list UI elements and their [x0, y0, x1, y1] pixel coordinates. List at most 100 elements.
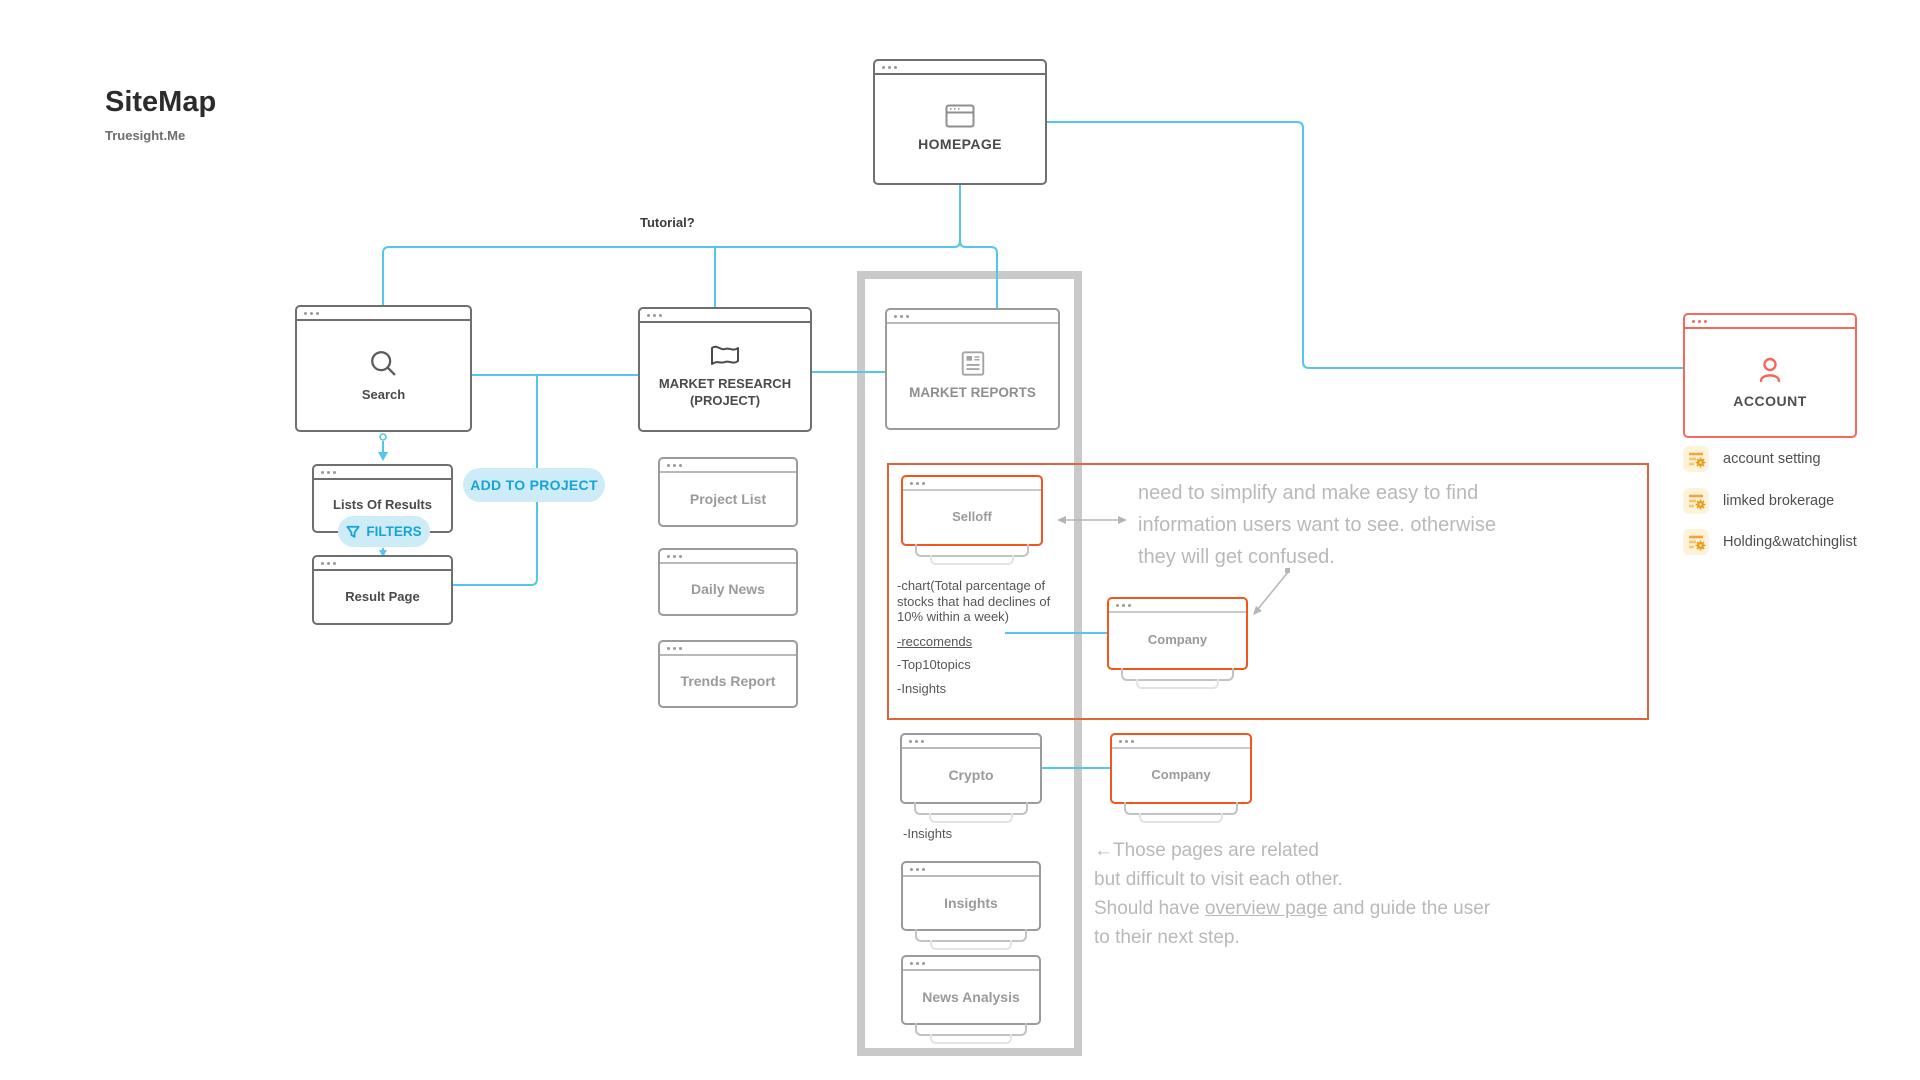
window-titlebar — [1109, 599, 1246, 613]
page-subtitle: Truesight.Me — [105, 128, 186, 143]
node-news-analysis[interactable]: News Analysis — [901, 955, 1041, 1044]
node-label: Daily News — [691, 580, 765, 597]
person-icon — [1759, 357, 1781, 383]
stacked-page — [930, 555, 1014, 565]
node-market-research[interactable]: MARKET RESEARCH (PROJECT) — [638, 307, 812, 432]
window-titlebar — [297, 307, 470, 321]
pill-label: FILTERS — [366, 524, 422, 539]
window-titlebar — [660, 459, 796, 473]
page-title: SiteMap — [105, 86, 217, 118]
node-label: ACCOUNT — [1733, 392, 1807, 409]
arrow-origin-dot — [379, 433, 387, 441]
search-arrowhead — [378, 452, 388, 461]
diagonal-arrowhead — [1253, 606, 1262, 615]
window-titlebar — [887, 310, 1058, 324]
account-item-settings[interactable]: account setting — [1683, 446, 1821, 472]
note-insights: -Insights — [897, 680, 947, 696]
window-titlebar — [1112, 735, 1250, 749]
node-label: Project List — [689, 490, 767, 507]
annotation-related: ←Those pages are related but difficult t… — [1094, 836, 1490, 952]
window-titlebar — [314, 466, 451, 480]
node-insights[interactable]: Insights — [901, 861, 1041, 950]
annotation-line: information users want to see. otherwise — [1138, 514, 1496, 536]
window-titlebar — [902, 735, 1040, 749]
diagonal-arrow-origin — [1285, 568, 1290, 573]
stacked-page — [930, 1034, 1012, 1044]
filters-arrowhead — [379, 550, 387, 557]
homepage-to-account-line — [1047, 121, 1683, 369]
node-label: MARKET REPORTS — [909, 385, 1036, 401]
account-item-label: limked brokerage — [1723, 493, 1835, 509]
stacked-page — [1139, 813, 1223, 823]
crypto-note: -Insights — [903, 826, 953, 841]
browser-window-icon — [945, 104, 975, 128]
node-label: MARKET RESEARCH (PROJECT) — [658, 376, 792, 408]
window-titlebar — [1685, 315, 1855, 329]
window-titlebar — [903, 863, 1039, 877]
node-trends-report[interactable]: Trends Report — [658, 640, 798, 708]
double-arrow-left-head — [1057, 516, 1066, 524]
map-flag-icon — [711, 345, 739, 366]
account-item-label: Holding&watchinglist — [1723, 534, 1857, 550]
selloff-annotation-frame — [887, 463, 1649, 720]
node-homepage[interactable]: HOMEPAGE — [873, 59, 1047, 185]
account-item-watchlist[interactable]: Holding&watchinglist — [1683, 529, 1857, 555]
node-result-page[interactable]: Result Page — [312, 555, 453, 625]
node-account[interactable]: ACCOUNT — [1683, 313, 1857, 438]
stacked-page — [915, 1023, 1027, 1036]
stacked-page — [930, 940, 1012, 950]
node-market-reports[interactable]: MARKET REPORTS — [885, 308, 1060, 430]
node-crypto[interactable]: Crypto — [900, 733, 1042, 823]
stacked-page — [915, 544, 1029, 557]
stacked-page — [915, 929, 1027, 942]
window-titlebar — [903, 477, 1041, 491]
node-label: Result Page — [345, 588, 420, 604]
node-search[interactable]: Search — [295, 305, 472, 432]
node-label: Company — [1147, 632, 1208, 648]
add-to-project-pill[interactable]: ADD TO PROJECT — [463, 468, 605, 502]
stacked-page — [1124, 802, 1238, 815]
window-titlebar — [314, 557, 451, 571]
annotation-line: but difficult to visit each other. — [1094, 869, 1343, 890]
window-titlebar — [640, 309, 810, 323]
annotation-line: ←Those pages are related — [1094, 840, 1319, 861]
node-project-list[interactable]: Project List — [658, 457, 798, 527]
node-label: Crypto — [948, 767, 994, 784]
window-titlebar — [660, 550, 796, 564]
note-reccomends: -reccomends — [897, 633, 973, 649]
node-label: Selloff — [952, 509, 992, 525]
node-daily-news[interactable]: Daily News — [658, 548, 798, 616]
node-label: News Analysis — [922, 988, 1020, 1005]
addtoproject-line — [453, 375, 538, 586]
overview-page-link: overview page — [1204, 898, 1328, 919]
list-settings-icon — [1683, 446, 1709, 472]
annotation-line: need to simplify and make easy to find — [1138, 482, 1479, 504]
node-company-crypto[interactable]: Company — [1110, 733, 1252, 823]
annotation-line: they will get confused. — [1138, 546, 1335, 568]
node-label: Insights — [944, 894, 998, 911]
node-selloff[interactable]: Selloff — [901, 475, 1043, 565]
node-label: HOMEPAGE — [918, 136, 1002, 153]
window-titlebar — [875, 61, 1045, 75]
window-titlebar — [660, 642, 796, 656]
node-label: Search — [361, 386, 406, 402]
tutorial-label: Tutorial? — [640, 215, 695, 230]
note-chart: -chart(Total parcentage of stocks that h… — [897, 578, 1051, 624]
list-settings-icon — [1683, 488, 1709, 514]
node-label: Lists Of Results — [333, 497, 432, 513]
annotation-simplify: need to simplify and make easy to find i… — [1138, 477, 1496, 573]
homepage-to-reports-line — [959, 240, 998, 308]
stacked-page — [929, 813, 1013, 823]
stacked-page — [914, 802, 1028, 815]
account-item-label: account setting — [1723, 451, 1821, 467]
news-report-icon — [961, 351, 984, 376]
window-titlebar — [903, 957, 1039, 971]
filters-pill[interactable]: FILTERS — [338, 516, 430, 547]
double-arrow-right-head — [1118, 516, 1127, 524]
node-company-selloff[interactable]: Company — [1107, 597, 1248, 689]
selloff-notes: -chart(Total parcentage of stocks that h… — [897, 578, 1073, 696]
node-label: Trends Report — [680, 672, 776, 689]
reports-group-frame — [857, 271, 1082, 1056]
account-item-brokerage[interactable]: limked brokerage — [1683, 488, 1834, 514]
